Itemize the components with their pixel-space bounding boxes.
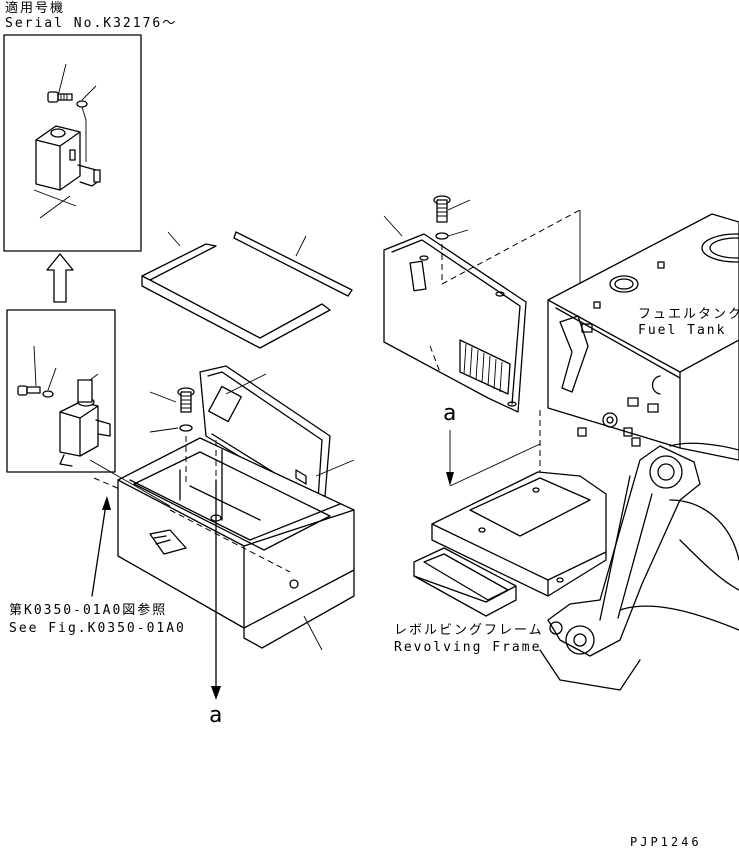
- fuel-tank-jp: フュエルタンク: [638, 307, 739, 322]
- side-cover: [383, 215, 527, 413]
- fuel-tank-en: Fuel Tank: [638, 323, 727, 338]
- revolving-frame-en: Revolving Frame: [394, 640, 542, 655]
- reference-en: See Fig.K0350-01A0: [9, 621, 186, 636]
- marker-a-right: a: [443, 401, 457, 426]
- serial-title-en: Serial No.K32176～: [5, 16, 178, 31]
- fuel-tank: [547, 213, 739, 461]
- cover-bolt: [433, 195, 471, 240]
- relay-bolt-part: [17, 385, 41, 396]
- revolving-frame-jp: レボルビングフレーム: [394, 623, 544, 638]
- serial-detail-box: [3, 34, 142, 252]
- box-bolt: [149, 387, 195, 433]
- serial-title-jp: 適用号機: [5, 1, 66, 16]
- relay-detail-box: [6, 309, 116, 473]
- arrow-up: [46, 253, 74, 303]
- relay-part: [35, 125, 101, 191]
- vent-louver: [459, 339, 511, 395]
- seal-strips: [141, 231, 353, 349]
- relay-part-2: [59, 379, 111, 467]
- revolving-frame: [413, 442, 739, 691]
- marker-a-bottom: a: [209, 703, 223, 728]
- battery-box: [117, 365, 355, 651]
- washer-part: [76, 100, 88, 108]
- bolt-part: [47, 91, 73, 103]
- reference-jp: 第K0350-01A0図参照: [9, 603, 168, 618]
- drawing-code: PJP1246: [630, 835, 702, 849]
